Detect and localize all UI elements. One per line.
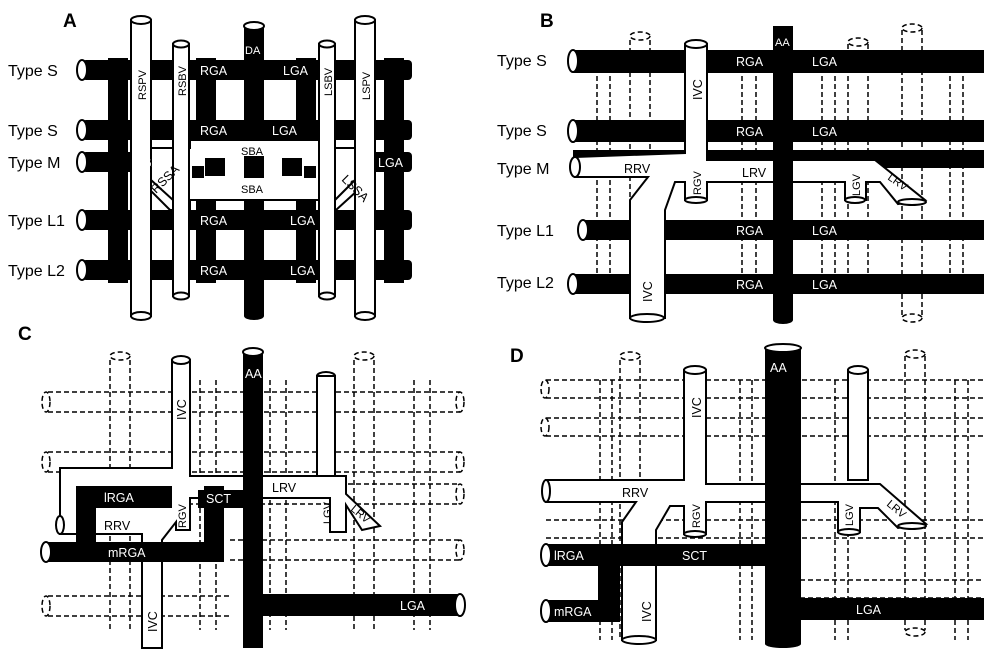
panel-c: C [18, 324, 465, 648]
lga-label: LGA [283, 64, 309, 78]
rgv-label: RGV [691, 504, 703, 529]
rga-label: RGA [200, 214, 228, 228]
sct-label: SCT [682, 549, 707, 563]
rga-label: RGA [736, 278, 764, 292]
da-label: DA [245, 45, 261, 57]
aa-label: AA [770, 361, 787, 375]
mrga-label: mRGA [554, 605, 592, 619]
rga-label: RGA [736, 224, 764, 238]
ivc-label: IVC [691, 79, 705, 100]
row-label: Type S [8, 63, 58, 80]
panel-a-row-labels: Type S Type S Type M Type L1 Type L2 [8, 63, 65, 280]
panel-a: A [8, 11, 412, 320]
lrv-label: LRV [272, 481, 297, 495]
row-label: Type S [8, 123, 58, 140]
rga-label: RGA [133, 156, 161, 170]
aa-label: AA [775, 37, 790, 49]
ivc-label: IVC [146, 611, 160, 632]
panel-b: B [497, 11, 984, 324]
row-label: Type S [497, 123, 547, 140]
aa-label: AA [245, 367, 262, 381]
lga-label: LGA [812, 278, 838, 292]
lga-label: LGA [856, 603, 882, 617]
rspv-label: RSPV [137, 69, 149, 100]
rrv-label: RRV [622, 486, 649, 500]
rga-label: RGA [736, 55, 764, 69]
lrga-label: lRGA [104, 491, 135, 505]
lgv-label: LGV [844, 503, 856, 526]
ivc-label: IVC [641, 281, 655, 302]
rgv-label: RGV [177, 504, 189, 529]
rrv-label: RRV [104, 519, 131, 533]
lga-label: LGA [812, 55, 838, 69]
lga-label: LGA [812, 125, 838, 139]
lsbv-label: LSBV [323, 67, 335, 96]
row-label: Type L2 [497, 275, 554, 292]
lga-label: LGA [378, 156, 404, 170]
rrv-label: RRV [624, 162, 651, 176]
row-label: Type M [8, 155, 60, 172]
row-label: Type S [497, 53, 547, 70]
panel-b-row-labels: Type S Type S Type M Type L1 Type L2 [497, 53, 554, 292]
lga-label: LGA [290, 214, 316, 228]
rga-label: RGA [200, 124, 228, 138]
ivc-label: IVC [175, 399, 189, 420]
lrv-label: LRV [770, 488, 795, 502]
sct-label: SCT [206, 492, 231, 506]
sba-label: SBA [241, 146, 264, 158]
panel-d-arteries [541, 544, 984, 622]
rgv-label: RGV [692, 171, 704, 196]
rga-label: RGA [736, 125, 764, 139]
lgv-label: LGV [322, 501, 334, 524]
rga-label: RGA [200, 64, 228, 78]
lrga-label: lRGA [554, 549, 585, 563]
row-label: Type L1 [8, 213, 65, 230]
lga-label: LGA [812, 224, 838, 238]
lga-label: LGA [400, 599, 426, 613]
lrv-label: LRV [742, 166, 767, 180]
ivc-label: IVC [690, 397, 704, 418]
rsbv-label: RSBV [177, 65, 189, 96]
ivc-label: IVC [640, 601, 654, 622]
row-label: Type L2 [8, 263, 65, 280]
row-label: Type L1 [497, 223, 554, 240]
lga-label: LGA [272, 124, 298, 138]
sba-label: SBA [241, 184, 264, 196]
panel-d: D [510, 344, 984, 648]
rga-label: RGA [200, 264, 228, 278]
lgv-label: LGV [851, 173, 863, 196]
lga-label: LGA [290, 264, 316, 278]
panel-a-letter: A [63, 11, 77, 32]
lspv-label: LSPV [361, 71, 373, 100]
mrga-label: mRGA [108, 546, 146, 560]
panel-b-letter: B [540, 11, 554, 32]
row-label: Type M [497, 161, 549, 178]
panel-c-letter: C [18, 324, 32, 345]
panel-d-letter: D [510, 346, 524, 367]
